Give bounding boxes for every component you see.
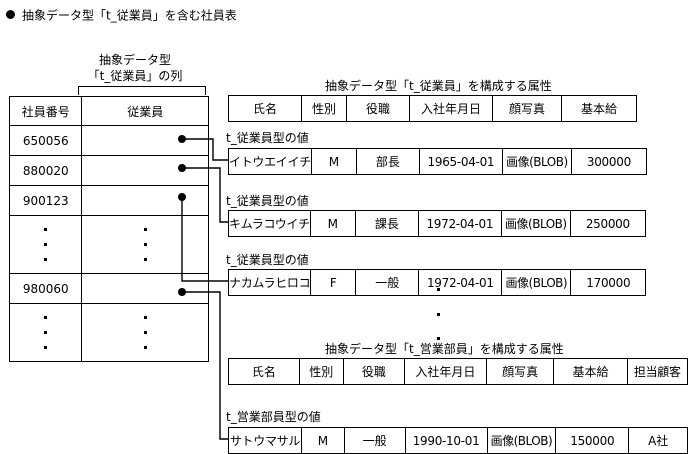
column-header-sex: 性別 [301,95,347,122]
cell-salary: 250000 [569,210,646,237]
cell-ellipsis [8,303,83,362]
cell-photo: 画像(BLOB) [501,269,572,296]
vertical-ellipsis-icon [430,288,446,340]
page-title: 抽象データ型「t_従業員」を含む社員表 [6,7,237,24]
table-header-row: 氏名 性別 役職 入社年月日 顔写真 基本給 担当顧客 [228,358,688,385]
reference-dot [178,135,186,143]
table-row: イトウエイイチ M 部長 1965-04-01 画像(BLOB) 300000 [228,148,647,175]
cell-ellipsis [81,215,209,274]
bullet-icon [6,10,15,19]
table-header-row: 氏名 性別 役職 入社年月日 顔写真 基本給 [228,95,637,122]
column-header-client: 担当顧客 [626,358,688,385]
adt-column-bracket [78,86,206,95]
cell-sex: M [310,148,357,175]
cell-sex: F [310,269,357,296]
vertical-ellipsis-icon [10,216,81,273]
column-header-name: 氏名 [228,95,302,122]
employee-table: 社員番号 従業員 650056 880020 900123 980060 [8,96,209,362]
table-row-ellipsis [8,215,209,274]
sales-attrs-caption: 抽象データ型「t_営業部員」を構成する属性 [325,342,564,356]
cell-employee-no: 900123 [8,185,83,216]
employee-value-row-3: ナカムラヒロコ F 一般 1972-04-01 画像(BLOB) 170000 [227,269,647,296]
reference-dot [178,164,186,172]
column-header-salary: 基本給 [561,95,637,122]
column-header-photo: 顔写真 [492,95,562,122]
column-header-photo: 顔写真 [485,358,555,385]
column-header-salary: 基本給 [553,358,628,385]
cell-name: イトウエイイチ [228,148,312,175]
cell-hire-date: 1965-04-01 [418,148,503,175]
adt-column-caption: 抽象データ型 「t_従業員」の列 [62,52,208,84]
employee-attrs-caption: 抽象データ型「t_従業員」を構成する属性 [325,79,552,93]
cell-client: A社 [628,427,688,454]
value-label-sales-1: t_営業部員型の値 [226,410,321,424]
cell-salary: 150000 [555,427,630,454]
cell-photo: 画像(BLOB) [500,210,571,237]
cell-ellipsis [81,303,209,362]
employee-value-row-2: キムラコウイチ M 課長 1972-04-01 画像(BLOB) 250000 [228,210,646,237]
employee-attrs-header-table: 氏名 性別 役職 入社年月日 顔写真 基本給 [228,95,637,122]
cell-employee-no: 650056 [8,125,83,156]
value-label-employee-1: t_従業員型の値 [226,131,309,145]
cell-employee-no: 980060 [8,273,83,304]
cell-name: サトウマサル [228,427,302,454]
column-header-hire-date: 入社年月日 [409,95,493,122]
sales-attrs-header-table: 氏名 性別 役職 入社年月日 顔写真 基本給 担当顧客 [228,358,688,385]
value-label-employee-3: t_従業員型の値 [226,253,309,267]
table-row: ナカムラヒロコ F 一般 1972-04-01 画像(BLOB) 170000 [227,269,647,296]
cell-employee-ref [81,155,209,186]
column-header-sex: 性別 [298,358,344,385]
column-header-post: 役職 [346,95,410,122]
cell-hire-date: 1972-04-01 [418,269,503,296]
column-header-post: 役職 [342,358,405,385]
employee-value-row-1: イトウエイイチ M 部長 1965-04-01 画像(BLOB) 300000 [228,148,647,175]
column-header-employee: 従業員 [81,96,209,126]
cell-photo: 画像(BLOB) [486,427,557,454]
cell-employee-no: 880020 [8,155,83,186]
sales-value-row-1: サトウマサル M 一般 1990-10-01 画像(BLOB) 150000 A… [228,427,688,454]
reference-dot [178,193,186,201]
cell-post: 課長 [354,210,419,237]
vertical-ellipsis-icon [10,304,81,361]
cell-employee-ref [81,185,209,216]
cell-post: 一般 [343,427,406,454]
cell-salary: 170000 [570,269,647,296]
table-row: 900123 [8,185,209,216]
cell-employee-ref [81,125,209,156]
cell-ellipsis [8,215,83,274]
column-header-name: 氏名 [228,358,300,385]
table-row-ellipsis [8,303,209,362]
table-row: サトウマサル M 一般 1990-10-01 画像(BLOB) 150000 A… [228,427,688,454]
reference-dot [178,288,186,296]
adt-column-caption-line1: 抽象データ型 [98,53,171,67]
adt-column-caption-line2: 「t_従業員」の列 [87,69,183,83]
value-label-employee-2: t_従業員型の値 [226,194,309,208]
column-header-hire-date: 入社年月日 [403,358,487,385]
cell-name: ナカムラヒロコ [227,269,312,296]
vertical-ellipsis-icon [82,216,208,273]
table-header-row: 社員番号 従業員 [8,96,209,126]
cell-sex: M [300,427,345,454]
vertical-ellipsis-icon [82,304,208,361]
page-title-text: 抽象データ型「t_従業員」を含む社員表 [22,8,237,23]
cell-name: キムラコウイチ [228,210,311,237]
table-row: キムラコウイチ M 課長 1972-04-01 画像(BLOB) 250000 [228,210,646,237]
cell-photo: 画像(BLOB) [501,148,572,175]
cell-salary: 300000 [570,148,647,175]
cell-hire-date: 1990-10-01 [404,427,488,454]
column-header-employee-no: 社員番号 [8,96,83,126]
cell-sex: M [309,210,356,237]
cell-post: 部長 [355,148,420,175]
cell-hire-date: 1972-04-01 [417,210,502,237]
cell-post: 一般 [355,269,420,296]
cell-employee-ref [81,273,209,304]
